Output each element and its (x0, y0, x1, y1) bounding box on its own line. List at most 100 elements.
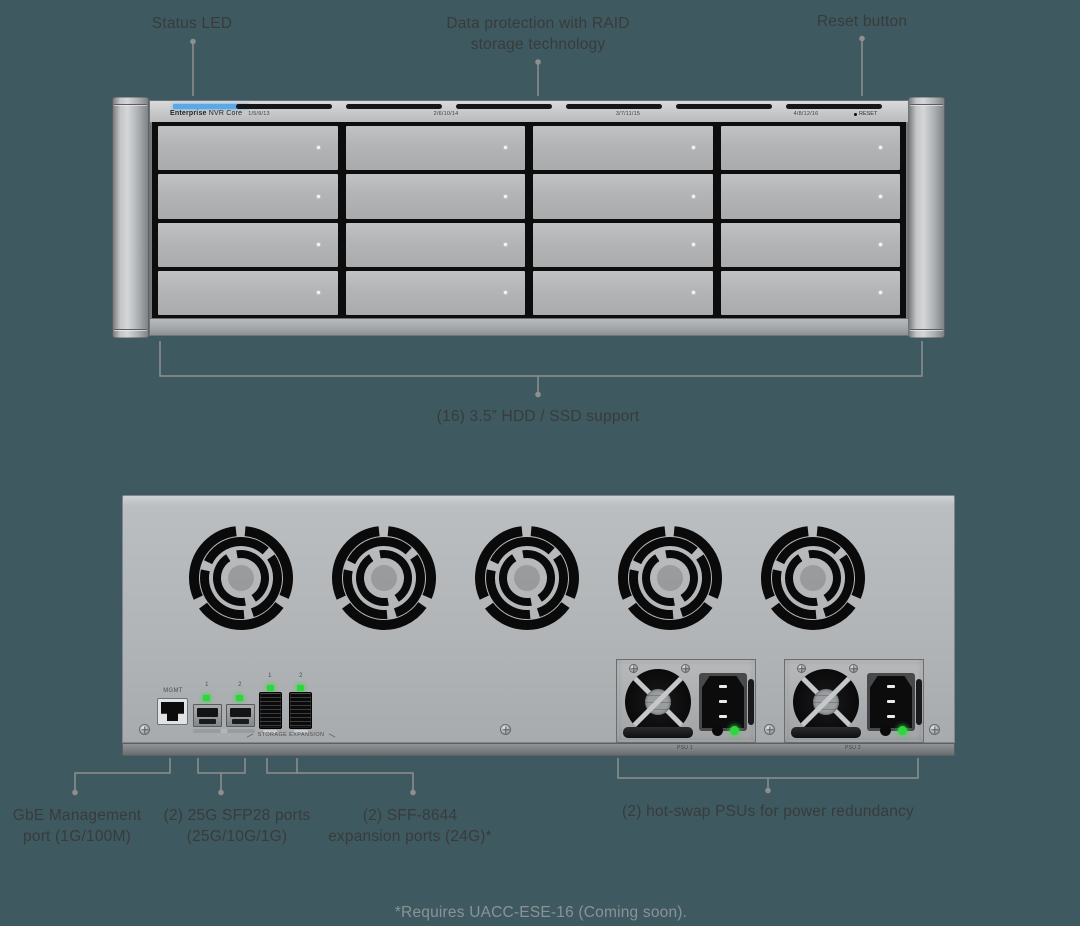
psu-status-led (898, 726, 907, 735)
gbe-callout: GbE Management port (1G/100M) (13, 805, 142, 847)
psu-1[interactable] (616, 659, 756, 743)
psu-inlet-recess (867, 673, 915, 731)
sfp-cage-slot (197, 708, 218, 717)
psu-handle[interactable] (791, 727, 861, 738)
callout-bracket-hdd (159, 341, 923, 398)
sfp-port-2-led (236, 695, 243, 701)
status-led (173, 104, 249, 109)
power-inlet-c14[interactable] (702, 676, 744, 728)
raid-callout: Data protection with RAID storage techno… (446, 13, 629, 55)
inlet-pin (887, 700, 895, 703)
drive-tray[interactable] (345, 126, 525, 171)
psu-2[interactable] (784, 659, 924, 743)
sfp-cage-latch (199, 719, 216, 724)
psu-fan-icon (793, 669, 859, 735)
psu-fan-hub (813, 689, 839, 715)
drive-tray[interactable] (158, 270, 338, 315)
fan-grille-icon (761, 526, 865, 630)
sfp28-port-1[interactable] (193, 704, 222, 727)
tick-icon (328, 732, 336, 738)
sff-port-1-label: 1 (268, 673, 272, 679)
drive-tray[interactable] (720, 174, 900, 219)
vent-slot (676, 104, 772, 109)
sff-8644-port-2[interactable] (289, 692, 312, 729)
callout-line-gbe (72, 758, 171, 796)
raid-callout-line1: Data protection with RAID (446, 15, 630, 32)
rear-bottom-edge (122, 743, 955, 756)
mgmt-ethernet-port[interactable] (157, 698, 188, 725)
psu-handle[interactable] (623, 727, 693, 738)
drive-tray[interactable] (345, 270, 525, 315)
psu-pull-tab[interactable] (748, 679, 754, 725)
psu-2-label: PSU 2 (845, 745, 861, 751)
reset-pinhole-icon (854, 112, 857, 116)
product-name-rest: NVR Core (206, 110, 243, 117)
drive-tray[interactable] (158, 126, 338, 171)
sff-callout: (2) SFF-8644 expansion ports (24G)* (328, 805, 492, 847)
screw-icon (139, 724, 150, 735)
gbe-callout-line2: port (1G/100M) (23, 828, 131, 845)
sfp-callout: (2) 25G SFP28 ports (25G/10G/1G) (164, 805, 311, 847)
front-bottom-strip (150, 318, 908, 335)
callout-line-status-led (190, 38, 196, 96)
drive-tray[interactable] (533, 126, 713, 171)
drive-tray[interactable] (158, 174, 338, 219)
inlet-pin (719, 700, 727, 703)
reset-button-callout: Reset button (816, 13, 908, 30)
tick-icon (246, 732, 254, 738)
sff-8644-port-1[interactable] (259, 692, 282, 729)
callout-line-raid (535, 59, 541, 96)
screw-icon (929, 724, 940, 735)
psu-latch-button[interactable] (880, 725, 891, 736)
drive-tray[interactable] (533, 174, 713, 219)
callout-bracket-psu (617, 758, 919, 794)
hdd-support-callout: (16) 3.5” HDD / SSD support (436, 408, 640, 425)
status-led-callout: Status LED (151, 15, 233, 32)
product-name: Enterprise NVR Core (170, 110, 242, 117)
drive-tray[interactable] (345, 174, 525, 219)
sff-port-1-led (267, 685, 274, 691)
raid-callout-line2: storage technology (470, 36, 606, 53)
sff-callout-line1: (2) SFF-8644 (362, 807, 458, 824)
reset-label: RESET (859, 111, 878, 117)
sfp-ports-underbar (193, 729, 255, 733)
bay-group-label-3: 3/7/11/15 (615, 111, 641, 117)
psu-callout: (2) hot-swap PSUs for power redundancy (622, 803, 914, 820)
drive-tray[interactable] (720, 270, 900, 315)
vent-slot (236, 104, 332, 109)
psu-pull-tab[interactable] (916, 679, 922, 725)
inlet-pin (887, 715, 895, 718)
power-inlet-c14[interactable] (870, 676, 912, 728)
sfp-cage-latch (232, 719, 249, 724)
bay-group-label-4: 4/8/12/16 (793, 111, 819, 117)
drive-tray[interactable] (158, 222, 338, 267)
drive-tray[interactable] (533, 270, 713, 315)
drive-bay-grid (152, 122, 906, 319)
drive-tray[interactable] (720, 126, 900, 171)
rear-panel: MGMT 1 2 1 2 STO (122, 495, 955, 743)
psu-1-label: PSU 1 (677, 745, 693, 751)
drive-tray[interactable] (533, 222, 713, 267)
fan-grille-icon (475, 526, 579, 630)
product-name-bold: Enterprise (170, 110, 207, 117)
sfp-port-2-label: 2 (238, 682, 242, 688)
sff-callout-line2: expansion ports (24G)* (328, 828, 492, 845)
psu-fan-hub (645, 689, 671, 715)
inlet-pin (887, 685, 895, 688)
drive-tray[interactable] (720, 222, 900, 267)
psu-inlet-recess (699, 673, 747, 731)
sfp-port-1-led (203, 695, 210, 701)
reset-button[interactable]: RESET (854, 111, 877, 117)
psu-latch-button[interactable] (712, 725, 723, 736)
sfp-callout-line1: (2) 25G SFP28 ports (163, 807, 311, 824)
sff-port-tab (294, 730, 308, 733)
vent-slot (346, 104, 442, 109)
screw-icon (500, 724, 511, 735)
sfp-callout-line2: (25G/10G/1G) (186, 828, 288, 845)
bay-group-label-2: 2/6/10/14 (433, 111, 459, 117)
drive-tray[interactable] (345, 222, 525, 267)
rear-view: MGMT 1 2 1 2 STO (122, 495, 955, 756)
gbe-callout-line1: GbE Management (12, 807, 142, 824)
sfp28-port-2[interactable] (226, 704, 255, 727)
